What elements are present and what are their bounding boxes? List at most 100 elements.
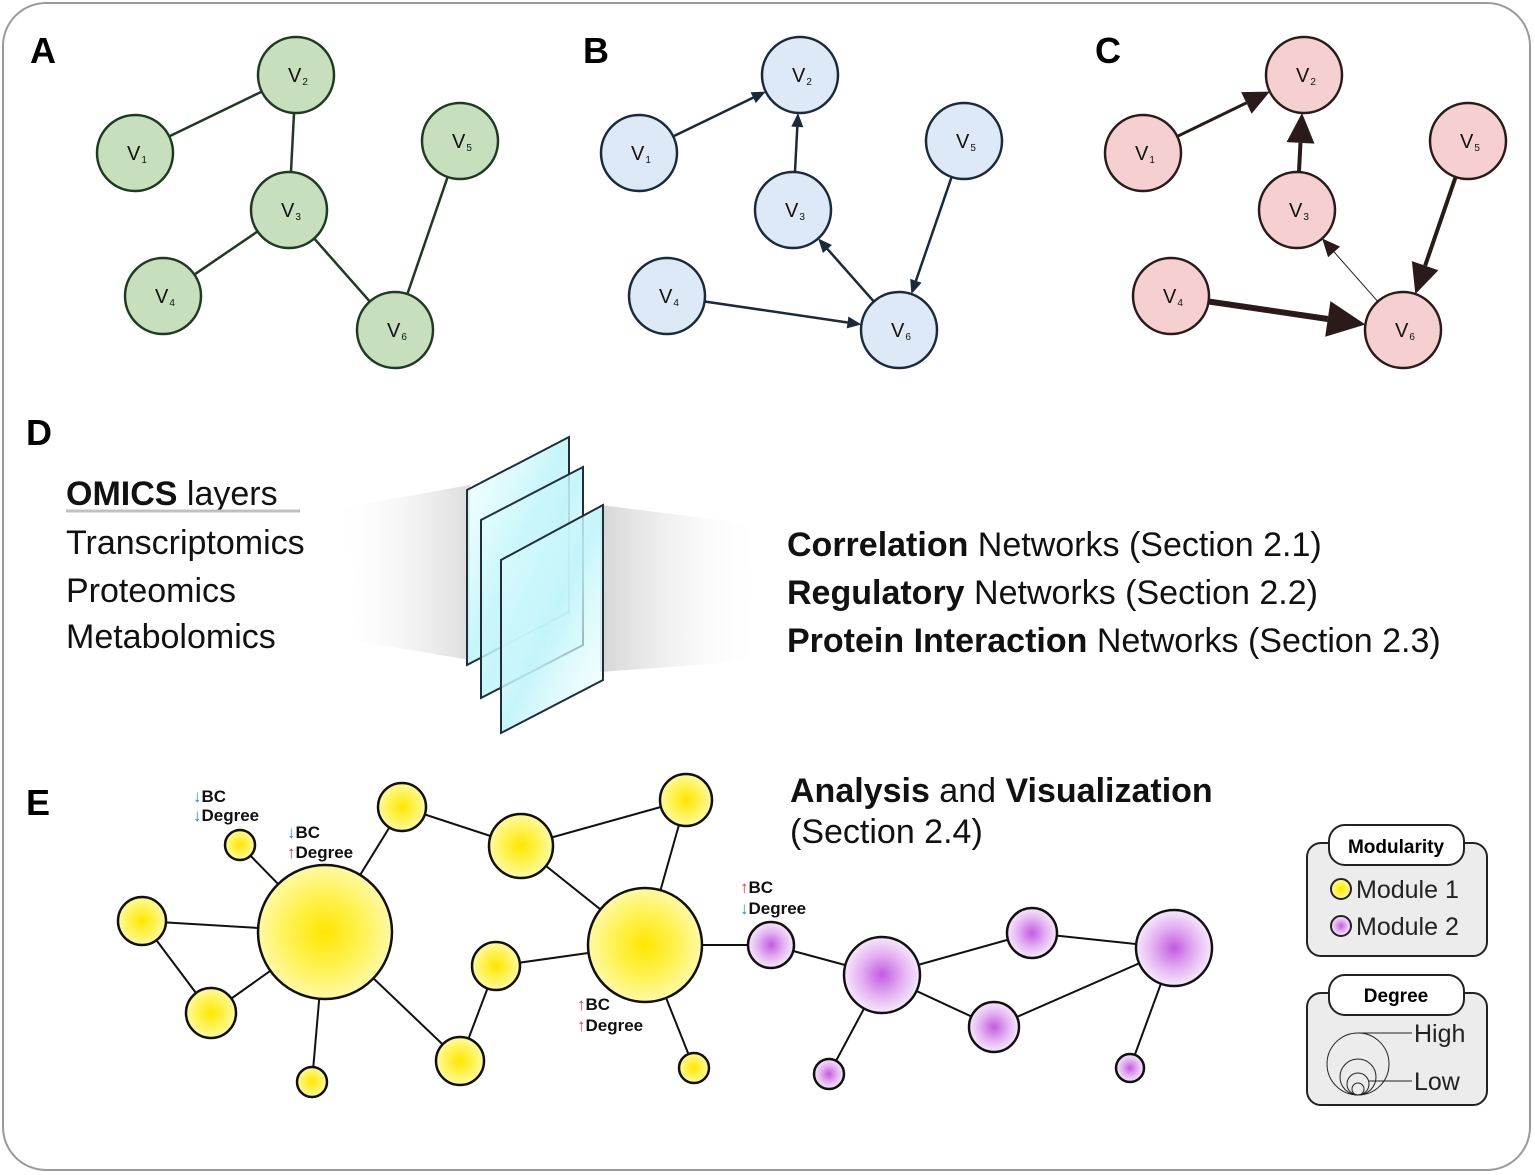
omics-title: OMICS layers bbox=[66, 475, 278, 513]
panel-d-omics-integration: OMICS layers Transcriptomics Proteomics … bbox=[66, 435, 1441, 735]
node-label: V5 bbox=[956, 131, 976, 154]
module1-node bbox=[470, 940, 522, 992]
analysis-title: Analysis and Visualization bbox=[790, 772, 1213, 810]
node-label: V6 bbox=[891, 320, 911, 343]
node-circle bbox=[753, 170, 833, 250]
module1-node bbox=[677, 1051, 711, 1085]
arrow-down-icon: ↓ bbox=[740, 899, 749, 918]
module2-node bbox=[812, 1057, 846, 1091]
node-circle bbox=[420, 101, 500, 181]
node-circle bbox=[1363, 290, 1443, 370]
node-circle bbox=[256, 35, 336, 115]
funnel-right bbox=[600, 505, 765, 672]
funnel-left bbox=[330, 485, 470, 660]
module1-node bbox=[658, 772, 714, 828]
node-circle bbox=[249, 170, 329, 250]
panel-labels: A B C D E bbox=[26, 30, 1121, 823]
legend-degree-title: Degree bbox=[1364, 986, 1428, 1007]
edge-v4-v6 bbox=[704, 300, 848, 324]
panel-e-network-analysis: Analysis and Visualization (Section 2.4)… bbox=[116, 772, 1488, 1106]
node-circle bbox=[859, 290, 939, 370]
arrowhead-v4-v6 bbox=[846, 316, 862, 329]
node-v3: V3 bbox=[753, 170, 833, 250]
node-circle bbox=[95, 113, 175, 193]
node-v6: V6 bbox=[355, 290, 435, 370]
node-label: V2 bbox=[1296, 65, 1316, 88]
node-label: V1 bbox=[631, 143, 651, 166]
node-v3: V3 bbox=[249, 170, 329, 250]
node-label: V1 bbox=[1135, 143, 1155, 166]
arrowhead-v5-v6 bbox=[1411, 261, 1439, 295]
network-nodes bbox=[116, 772, 1214, 1099]
node-circle bbox=[1257, 170, 1337, 250]
module1-node bbox=[295, 1065, 329, 1099]
node-label: V3 bbox=[281, 200, 301, 223]
edge-v1-v2 bbox=[1176, 101, 1248, 138]
module2-node bbox=[1114, 1052, 1146, 1084]
edge-v3-v6 bbox=[313, 237, 371, 303]
node-circle bbox=[1264, 35, 1344, 115]
node-label: V2 bbox=[288, 65, 308, 88]
module1-node bbox=[184, 986, 238, 1040]
arrow-down-icon: ↓ bbox=[193, 787, 202, 806]
node-v2: V2 bbox=[760, 35, 840, 115]
edge-v1-v2 bbox=[168, 90, 263, 138]
legend-module2-swatch bbox=[1330, 915, 1352, 937]
node-v4: V4 bbox=[1131, 256, 1211, 336]
arrowhead-v1-v2 bbox=[1241, 91, 1270, 114]
node-v3: V3 bbox=[1257, 170, 1337, 250]
node-circle bbox=[760, 35, 840, 115]
node-circle bbox=[1428, 101, 1508, 181]
edge-v5-v6 bbox=[1423, 176, 1458, 267]
graph-edges bbox=[1176, 91, 1458, 337]
node-circle bbox=[355, 290, 435, 370]
arrowhead-v5-v6 bbox=[910, 278, 922, 295]
svg-text:↓BC: ↓BC bbox=[287, 823, 320, 842]
node-circle bbox=[123, 256, 203, 336]
arrow-up-icon: ↑ bbox=[577, 1016, 586, 1035]
node-v6: V6 bbox=[859, 290, 939, 370]
svg-text:↓BC: ↓BC bbox=[193, 787, 226, 806]
node-v4: V4 bbox=[123, 256, 203, 336]
annotation-high-bc-low-degree: ↑BC ↓Degree bbox=[740, 878, 806, 918]
svg-text:↓Degree: ↓Degree bbox=[740, 899, 806, 918]
arrowhead-v4-v6 bbox=[1325, 301, 1366, 337]
network-type-correlation: Correlation Networks (Section 2.1) bbox=[787, 526, 1322, 564]
edge-v5-v6 bbox=[406, 176, 449, 295]
module1-node bbox=[116, 895, 168, 947]
node-v2: V2 bbox=[256, 35, 336, 115]
arrowhead-v3-v2 bbox=[1286, 112, 1315, 144]
node-v1: V1 bbox=[95, 113, 175, 193]
omics-layer-transcriptomics: Transcriptomics bbox=[66, 524, 305, 562]
edge-v4-v6 bbox=[1208, 298, 1329, 322]
legend-degree: Degree High Low bbox=[1306, 974, 1488, 1106]
panel-label-e: E bbox=[26, 782, 50, 823]
module1-node bbox=[376, 781, 428, 833]
node-v1: V1 bbox=[599, 113, 679, 193]
node-label: V3 bbox=[1289, 200, 1309, 223]
module2-node bbox=[842, 935, 922, 1015]
node-label: V3 bbox=[785, 200, 805, 223]
degree-size-circle-s bbox=[1351, 1082, 1365, 1096]
arrow-down-icon: ↓ bbox=[193, 806, 202, 825]
legend-module1-swatch bbox=[1330, 878, 1352, 900]
edge-v3-v4 bbox=[193, 230, 259, 276]
edge-v1-v2 bbox=[672, 96, 754, 138]
omics-plane-3 bbox=[500, 503, 604, 735]
legend-degree-tab bbox=[1328, 974, 1465, 1016]
module1-node bbox=[434, 1035, 486, 1087]
panel-label-a: A bbox=[30, 30, 56, 71]
edge-v2-v3 bbox=[289, 112, 296, 173]
module2-node bbox=[1005, 906, 1059, 960]
module1-node bbox=[256, 863, 394, 1001]
node-circle bbox=[1131, 256, 1211, 336]
node-circle bbox=[1103, 113, 1183, 193]
node-label: V4 bbox=[155, 286, 175, 309]
svg-text:↑Degree: ↑Degree bbox=[577, 1016, 643, 1035]
graph-edges bbox=[168, 90, 449, 303]
degree-high-label: High bbox=[1414, 1020, 1465, 1048]
module1-node bbox=[223, 828, 257, 862]
